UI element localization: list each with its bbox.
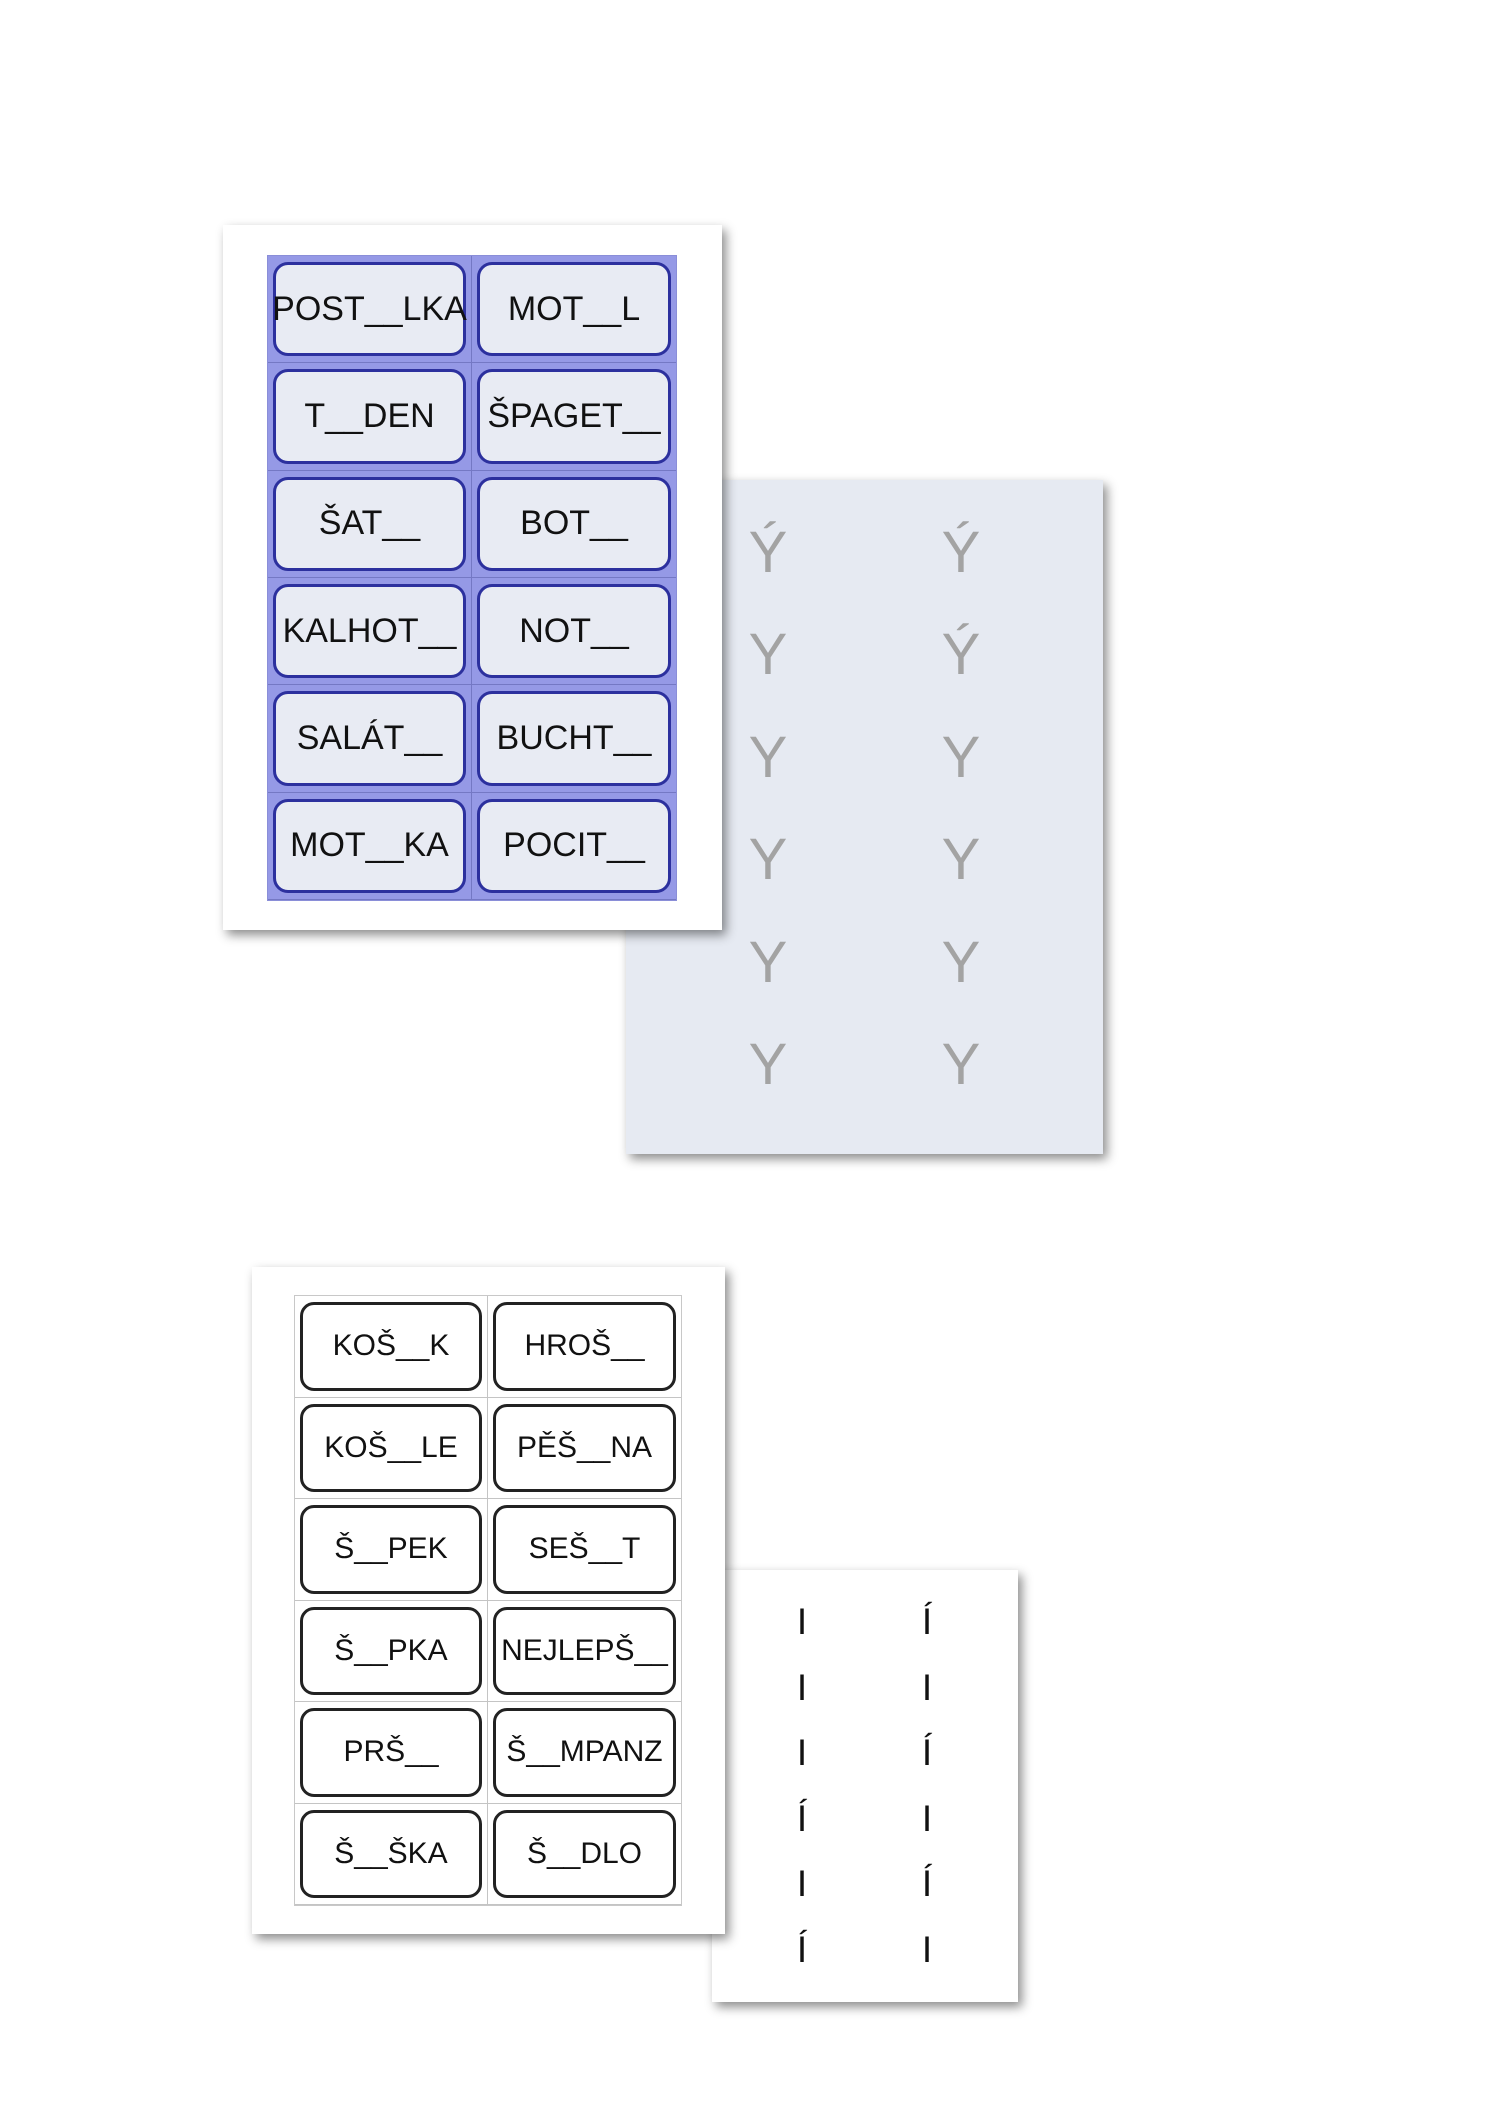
word-card[interactable]: ŠPAGET__ (477, 369, 671, 464)
word-card[interactable]: PRŠ__ (300, 1708, 482, 1797)
word-card[interactable]: Š__PEK (300, 1505, 482, 1594)
word-card[interactable]: Š__MPANZ (493, 1708, 676, 1797)
answer-letter[interactable]: Y (941, 1032, 981, 1097)
card-cell: PRŠ__ (295, 1702, 488, 1804)
card-cell: MOT__KA (268, 792, 472, 900)
card-cell: KOŠ__K (295, 1296, 488, 1398)
word-card[interactable]: POST__LKA (272, 262, 467, 357)
word-card[interactable]: SALÁT__ (273, 691, 466, 786)
answer-letter[interactable]: I (796, 1863, 808, 1905)
card-cell: BOT__ (472, 471, 676, 578)
word-card[interactable]: T__DEN (273, 369, 466, 464)
word-card[interactable]: Š__PKA (300, 1606, 482, 1695)
card-cell: ŠAT__ (268, 470, 472, 578)
word-card[interactable]: KOŠ__K (300, 1302, 482, 1391)
card-cell: KALHOT__ (268, 578, 472, 686)
word-card[interactable]: KOŠ__LE (300, 1403, 482, 1492)
word-card[interactable]: SEŠ__T (493, 1505, 676, 1594)
answer-letter[interactable]: Y (748, 929, 788, 995)
card-cell: T__DEN (268, 363, 472, 471)
card-cell: Š__DLO (488, 1804, 681, 1905)
word-card[interactable]: ŠAT__ (273, 476, 466, 571)
card-cell: KOŠ__LE (295, 1397, 488, 1499)
word-card[interactable]: BUCHT__ (477, 691, 671, 786)
answer-letter[interactable]: Y (748, 1032, 788, 1097)
answer-letter[interactable]: Í (796, 1797, 808, 1839)
answer-letter[interactable]: Ý (748, 520, 788, 585)
word-card[interactable]: Š__DLO (493, 1809, 676, 1898)
word-card[interactable]: MOT__KA (273, 798, 466, 893)
word-card[interactable]: NOT__ (477, 584, 671, 679)
word-card[interactable]: NEJLEPŠ__ (493, 1606, 676, 1695)
word-card[interactable]: Š__ŠKA (300, 1809, 482, 1898)
word-card[interactable]: KALHOT__ (273, 584, 466, 679)
answer-letter[interactable]: Í (921, 1863, 933, 1905)
card-cell: HROŠ__ (488, 1296, 681, 1398)
card-cell: Š__PEK (295, 1499, 488, 1601)
card-cell: POST__LKA (268, 256, 472, 364)
card-cell: PĚŠ__NA (488, 1398, 681, 1499)
word-card[interactable]: BOT__ (477, 476, 671, 571)
card-cell: MOT__L (472, 256, 676, 364)
answer-letter[interactable]: Ý (941, 520, 981, 585)
card-cell: Š__ŠKA (295, 1803, 488, 1905)
answer-letter[interactable]: I (796, 1732, 808, 1774)
answer-letter[interactable]: I (921, 1929, 933, 1970)
answer-letter[interactable]: Í (921, 1732, 933, 1774)
answer-letter[interactable]: Y (941, 724, 981, 790)
answer-letter[interactable]: Ý (941, 622, 981, 688)
card-cell: BUCHT__ (472, 685, 676, 793)
answer-letter[interactable]: Y (941, 827, 981, 893)
answer-letter[interactable]: Y (748, 827, 788, 893)
answer-letter[interactable]: I (921, 1797, 933, 1839)
card-cell: NOT__ (472, 578, 676, 686)
answer-letter[interactable]: I (796, 1666, 808, 1708)
card-cell: NEJLEPŠ__ (488, 1601, 681, 1702)
word-card[interactable]: PĚŠ__NA (493, 1403, 676, 1492)
card-cell: ŠPAGET__ (472, 363, 676, 471)
answer-letter[interactable]: I (796, 1601, 808, 1642)
card-cell: SALÁT__ (268, 685, 472, 793)
answer-letter[interactable]: Y (941, 929, 981, 995)
word-card[interactable]: POCIT__ (477, 798, 671, 893)
card-cell: SEŠ__T (488, 1499, 681, 1601)
answer-letter[interactable]: Y (748, 724, 788, 790)
word-card[interactable]: MOT__L (477, 262, 671, 357)
answer-letter[interactable]: Í (921, 1601, 933, 1642)
word-card[interactable]: HROŠ__ (493, 1302, 676, 1391)
card-cell: Š__PKA (295, 1600, 488, 1702)
card-cell: POCIT__ (472, 793, 676, 900)
card-cell: Š__MPANZ (488, 1702, 681, 1804)
answer-letter[interactable]: Y (748, 622, 788, 688)
answer-letter[interactable]: Í (796, 1929, 808, 1970)
answer-letter[interactable]: I (921, 1666, 933, 1708)
